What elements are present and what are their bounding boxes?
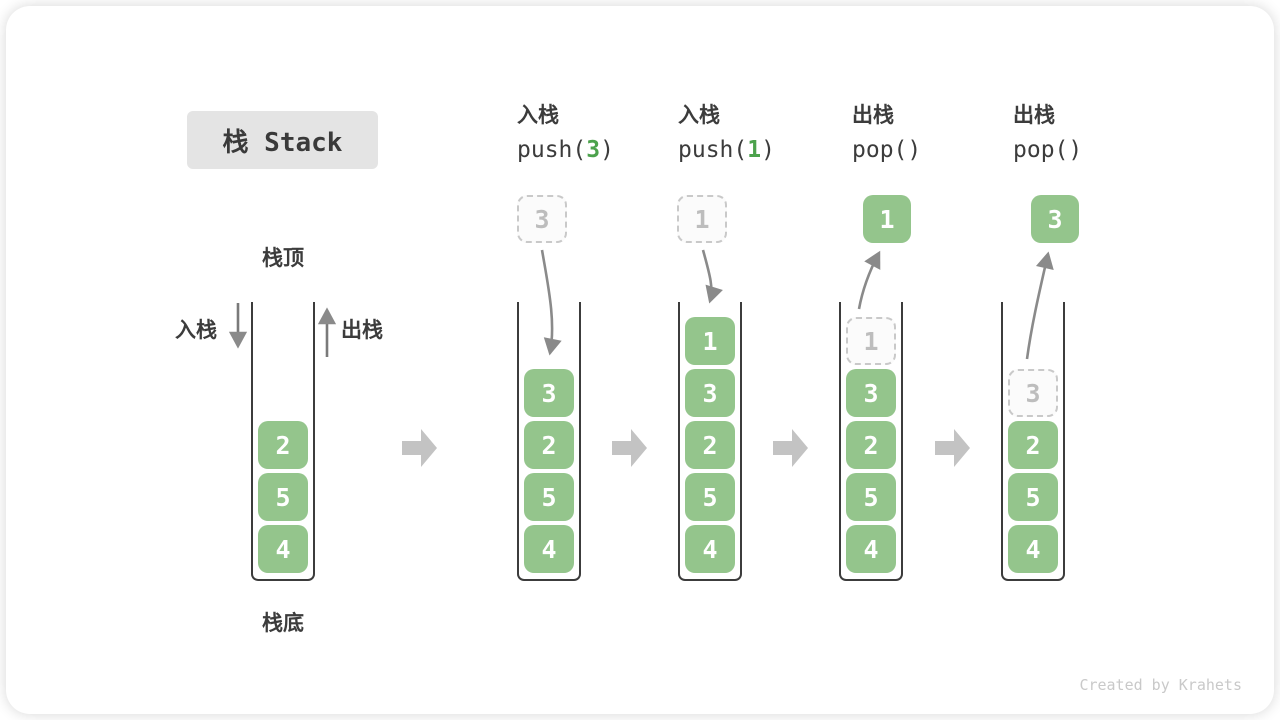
code-pre: push(: [517, 137, 587, 163]
stack-after-push-1: 1 3 2 5 4: [678, 302, 742, 581]
code-post: ): [600, 137, 614, 163]
stack-initial: 2 5 4: [251, 302, 315, 581]
stack-block: 5: [258, 473, 308, 521]
stack-block: 5: [524, 473, 574, 521]
stack-top-label: 栈顶: [262, 247, 304, 270]
stack-after-pop-3: 3 2 5 4: [1001, 302, 1065, 581]
ghost-block: 1: [846, 317, 896, 365]
stack-after-push-3: 3 2 5 4: [517, 302, 581, 581]
stack-block: 5: [685, 473, 735, 521]
op-code: push(1): [678, 139, 848, 162]
op-label: 入栈: [678, 104, 720, 127]
code-post: ): [761, 137, 775, 163]
code-arg: 1: [747, 137, 762, 163]
op-code: pop(): [1013, 139, 1183, 162]
op-header-push-3: 入栈 push(3): [517, 105, 687, 162]
stack-block: 4: [685, 525, 735, 573]
code-post: ): [907, 137, 922, 163]
code-pre: pop(: [852, 137, 908, 163]
code-pre: push(: [678, 137, 748, 163]
stack-block: 3: [524, 369, 574, 417]
stack-after-pop-1: 1 3 2 5 4: [839, 302, 903, 581]
stack-block: 2: [524, 421, 574, 469]
stack-block: 2: [1008, 421, 1058, 469]
op-label: 出栈: [852, 104, 894, 127]
push-side-label: 入栈: [175, 319, 217, 342]
diagram-title: 栈 Stack: [187, 111, 378, 169]
code-post: ): [1068, 137, 1083, 163]
stack-block: 2: [258, 421, 308, 469]
stack-block: 5: [1008, 473, 1058, 521]
code-pre: pop(: [1013, 137, 1069, 163]
op-code: push(3): [517, 139, 687, 162]
op-header-pop-1: 出栈 pop(): [852, 105, 1022, 162]
stack-block: 4: [1008, 525, 1058, 573]
incoming-element: 1: [677, 195, 727, 243]
ghost-block: 3: [1008, 369, 1058, 417]
watermark: Created by Krahets: [1079, 676, 1242, 694]
stack-block: 2: [685, 421, 735, 469]
op-code: pop(): [852, 139, 1022, 162]
op-header-push-1: 入栈 push(1): [678, 105, 848, 162]
stack-block: 1: [685, 317, 735, 365]
stack-block: 4: [524, 525, 574, 573]
popped-element: 1: [863, 195, 911, 243]
incoming-element: 3: [517, 195, 567, 243]
op-header-pop-2: 出栈 pop(): [1013, 105, 1183, 162]
stack-block: 4: [258, 525, 308, 573]
stack-block: 4: [846, 525, 896, 573]
stack-block: 5: [846, 473, 896, 521]
stack-block: 2: [846, 421, 896, 469]
op-label: 出栈: [1013, 104, 1055, 127]
popped-element: 3: [1031, 195, 1079, 243]
op-label: 入栈: [517, 104, 559, 127]
code-arg: 3: [586, 137, 601, 163]
pop-side-label: 出栈: [341, 319, 383, 342]
stack-block: 3: [846, 369, 896, 417]
stack-bottom-label: 栈底: [262, 612, 304, 635]
stack-block: 3: [685, 369, 735, 417]
